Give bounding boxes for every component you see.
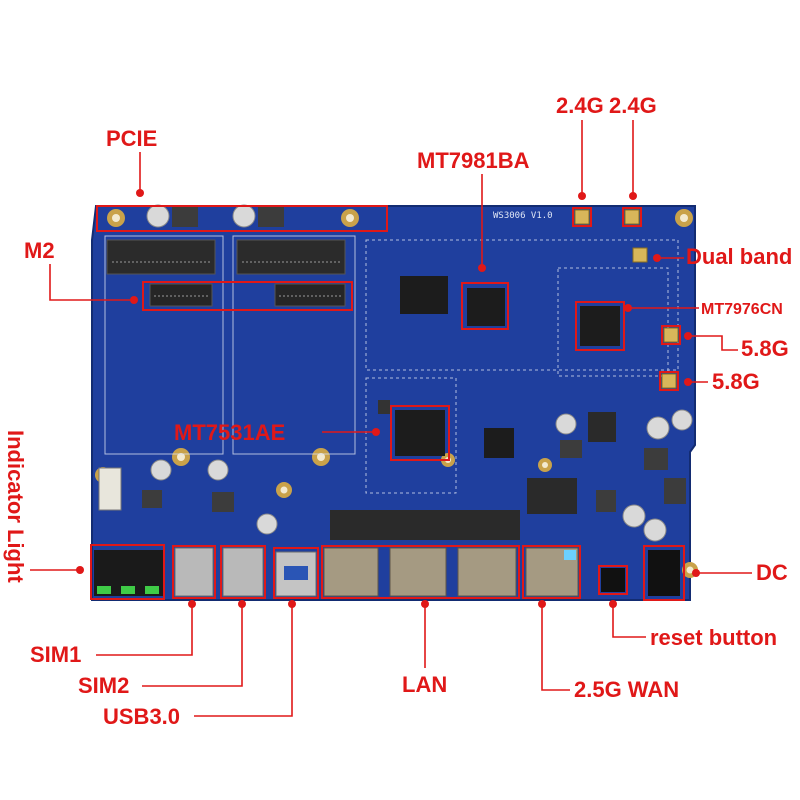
power-components [142,204,693,542]
label-lan: LAN [402,672,447,697]
indicator-connector [98,467,122,511]
label-mt7531ae: MT7531AE [174,420,285,445]
label-usb30: USB3.0 [103,704,180,729]
sim-slots [174,547,264,597]
box-antenna-58g-b [659,371,679,391]
box-antenna-24g-b [622,207,642,227]
label-dc: DC [756,560,788,585]
box-m2 [142,281,353,311]
box-lan [321,545,520,599]
box-wan [522,545,581,599]
gpio-header [330,510,520,540]
label-pcie: PCIE [106,126,157,151]
rj45-ports [323,547,579,597]
label-antenna-24g-b: 2.4G [609,93,657,118]
wan-port-tag [564,550,576,560]
dc-jack [648,550,680,596]
box-pcie [96,205,388,232]
reset-switch [601,568,625,592]
label-dual-band: Dual band [686,244,792,269]
label-m2: M2 [24,238,55,263]
m2-slots [106,239,346,307]
label-reset-button: reset button [650,625,777,650]
silkscreen-model: WS3006 V1.0 [493,211,553,221]
label-mt7981ba: MT7981BA [417,148,530,173]
silkscreen-outlines [104,235,679,494]
antenna-connectors [574,209,679,389]
box-mt7981ba [461,282,509,330]
box-antenna-24g-a [572,207,592,227]
label-antenna-58g-b: 5.8G [712,369,760,394]
label-antenna-58g-a: 5.8G [741,336,789,361]
label-sim2: SIM2 [78,673,129,698]
box-mt7976cn [575,301,625,351]
box-mt7531ae [390,405,450,461]
label-indicator-light: Indicator Light [3,430,28,583]
box-antenna-58g-a [661,325,681,345]
chips [378,276,620,514]
label-antenna-24g-a: 2.4G [556,93,604,118]
usb-port-tongue [284,566,308,580]
label-wan: 2.5G WAN [574,677,679,702]
label-mt7976cn: MT7976CN [701,301,783,318]
indicator-leds [94,550,164,596]
box-reset-button [598,565,628,595]
box-indicator-light [90,544,165,600]
box-sim2 [220,545,266,599]
box-usb30 [273,547,319,599]
label-sim1: SIM1 [30,642,81,667]
box-sim1 [172,545,216,599]
box-dc [643,545,685,601]
